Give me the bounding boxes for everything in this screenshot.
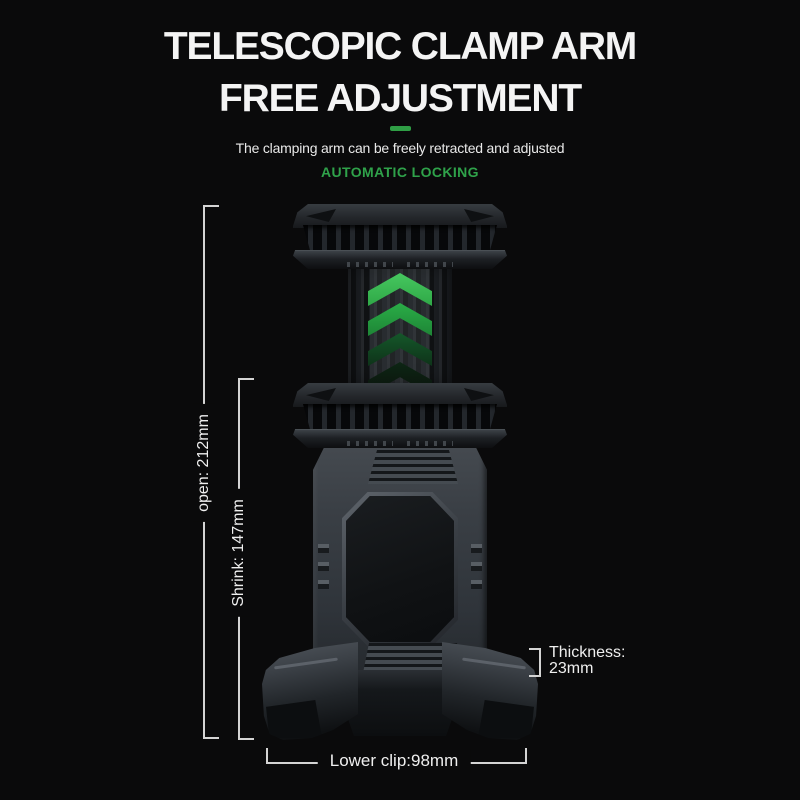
shrink-dimension-label: Shrink: 147mm bbox=[228, 489, 250, 617]
clamp-screw-row bbox=[347, 262, 393, 267]
thickness-label-line1: Thickness: bbox=[549, 644, 626, 661]
open-dimension-label: open: 212mm bbox=[193, 404, 215, 522]
wing-highlight bbox=[274, 657, 338, 670]
accent-divider bbox=[390, 126, 411, 131]
measurement-bracket-thickness bbox=[529, 648, 541, 677]
clamp-screw-row bbox=[347, 441, 393, 446]
lower-clip-dimension-label: Lower clip:98mm bbox=[317, 749, 471, 773]
upper-clamp-head bbox=[293, 204, 507, 269]
clamp-lower-lip bbox=[293, 250, 507, 269]
wing-foot bbox=[478, 700, 534, 738]
middle-clamp-head bbox=[293, 383, 507, 448]
body-top-slats bbox=[368, 450, 458, 484]
clamp-grip-teeth bbox=[303, 404, 497, 432]
clamp-screw-row bbox=[407, 262, 453, 267]
page-title-line2: FREE ADJUSTMENT bbox=[219, 77, 582, 120]
octagon-pad bbox=[346, 496, 454, 642]
clamp-screw-row bbox=[407, 441, 453, 446]
clamp-lower-lip bbox=[293, 429, 507, 448]
clamp-grip-teeth bbox=[303, 225, 497, 253]
subtitle-text: The clamping arm can be freely retracted… bbox=[235, 140, 565, 156]
lower-clip-wing-right bbox=[442, 640, 538, 740]
page-title-line1: TELESCOPIC CLAMP ARM bbox=[163, 25, 637, 68]
wing-highlight bbox=[462, 658, 526, 670]
automatic-locking-label: AUTOMATIC LOCKING bbox=[321, 164, 479, 180]
side-grip-ribs bbox=[318, 544, 329, 596]
thickness-label-line2: 23mm bbox=[549, 660, 594, 677]
thickness-dimension-label: Thickness: 23mm bbox=[549, 645, 625, 677]
side-grip-ribs bbox=[471, 544, 482, 596]
wing-foot bbox=[266, 700, 322, 738]
lower-clip-wing-left bbox=[262, 642, 358, 740]
holder-body bbox=[313, 438, 487, 683]
